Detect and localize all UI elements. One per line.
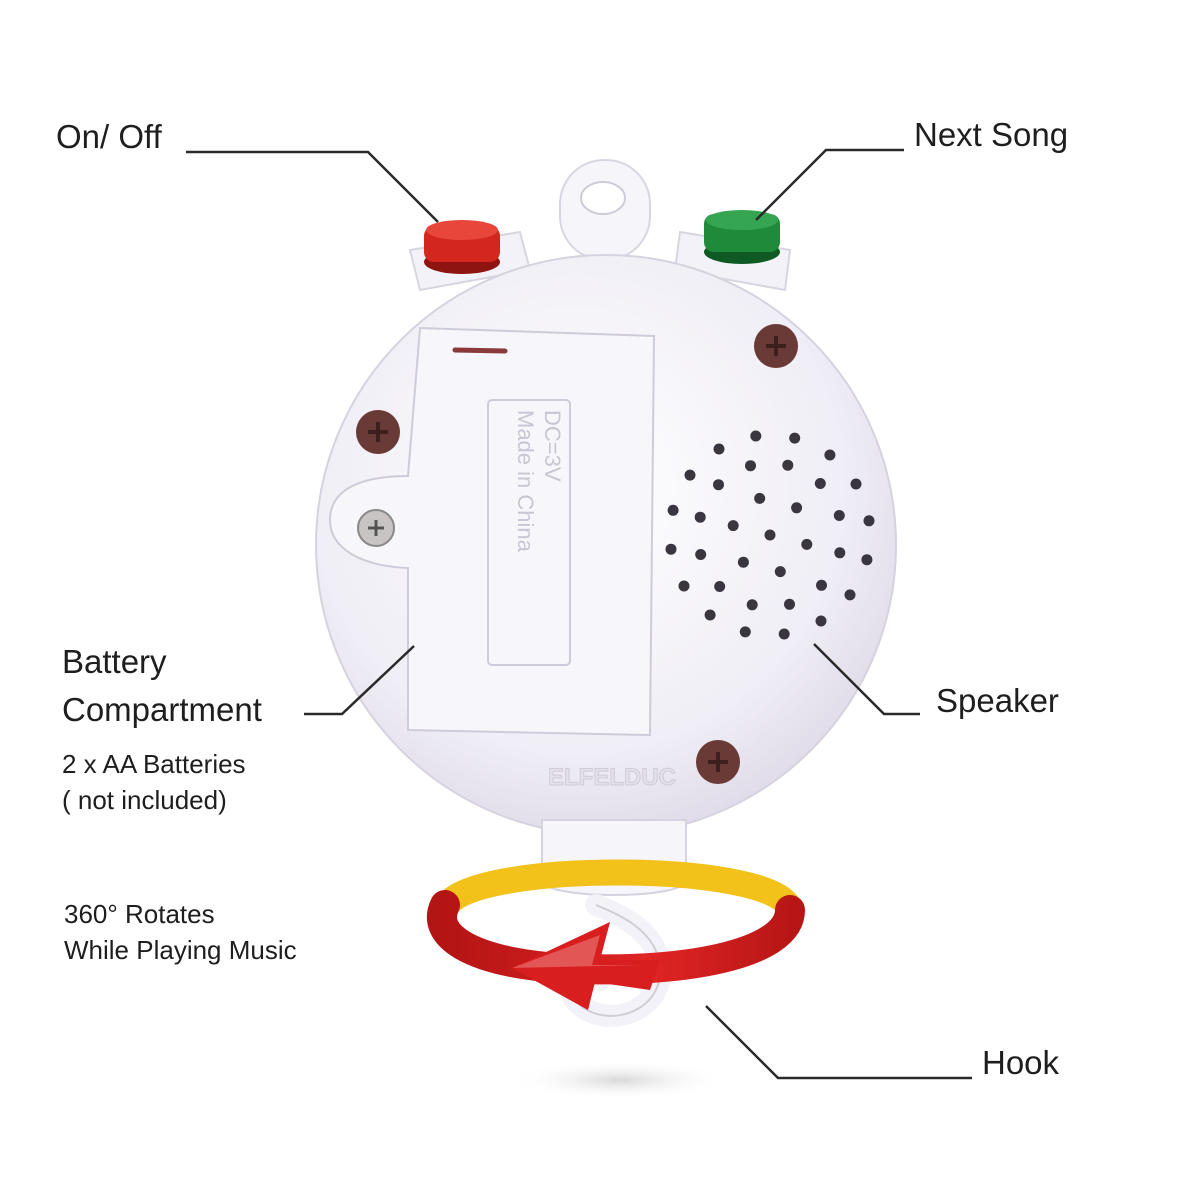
speaker-hole [850, 478, 862, 490]
speaker-hole [745, 460, 756, 472]
speaker-hole [714, 581, 726, 592]
speaker-hole [667, 504, 679, 516]
compartment-voltage-text: DC=3V [540, 410, 565, 482]
screw-icon [356, 410, 400, 454]
speaker-hole [678, 580, 690, 592]
rotation-label: 360° Rotates While Playing Music [64, 896, 297, 968]
speaker-hole [801, 538, 813, 550]
leader-lines [186, 148, 972, 1080]
leader-line-next-song [755, 148, 904, 221]
battery-compartment-label: Battery Compartment [62, 638, 262, 734]
rotation-ring-back [432, 859, 803, 923]
battery-label-line2: Compartment [62, 691, 262, 728]
battery-compartment: DC=3V Made in China [328, 326, 656, 737]
speaker-hole [814, 478, 826, 489]
speaker-hole [789, 432, 801, 444]
speaker-grille [665, 430, 875, 640]
speaker-hole [861, 554, 873, 566]
screw-icon [754, 324, 798, 368]
battery-label-line1: Battery [62, 643, 167, 680]
speaker-hole [824, 449, 836, 461]
speaker-hole [833, 510, 845, 521]
rotation-arrow [427, 890, 805, 1010]
speaker-hole [764, 529, 776, 541]
speaker-hole [816, 579, 827, 591]
speaker-hole [727, 520, 739, 532]
floor-shadow [510, 1060, 730, 1100]
speaker-hole [834, 547, 846, 559]
speaker-hole [746, 599, 758, 611]
rotation-label-line2: While Playing Music [64, 935, 297, 965]
brand-emboss: ELFELDUC [548, 764, 676, 791]
next-song-button[interactable] [704, 210, 780, 264]
speaker-hole [863, 515, 875, 527]
speaker-hole [737, 556, 749, 568]
speaker-hole [844, 589, 856, 601]
leader-line-speaker [813, 643, 920, 716]
speaker-hole [754, 492, 766, 504]
speaker-hole [750, 430, 762, 442]
speaker-hole [704, 609, 716, 621]
speaker-hole [713, 479, 724, 491]
battery-note-line2: ( not included) [62, 785, 227, 815]
leader-line-hook [705, 1005, 972, 1080]
speaker-hole [739, 626, 751, 638]
speaker-hole [774, 566, 786, 578]
leader-line-on-off [186, 150, 439, 223]
screw-icon [357, 509, 395, 547]
compartment-label-plate [487, 399, 571, 666]
speaker-hole [791, 502, 803, 514]
leader-line-battery [304, 645, 415, 716]
speaker-hole [782, 459, 794, 471]
speaker-hole [778, 628, 790, 640]
next-song-label: Next Song [914, 116, 1069, 153]
speaker-hole [784, 598, 795, 610]
top-hanging-loop [559, 159, 651, 261]
hook-label: Hook [982, 1044, 1060, 1081]
screw-icon [696, 740, 740, 784]
speaker-label: Speaker [936, 682, 1059, 719]
speaker-hole [695, 549, 707, 560]
on-off-label: On/ Off [56, 118, 162, 155]
rotation-label-line1: 360° Rotates [64, 899, 215, 929]
on-off-button[interactable] [424, 220, 500, 274]
speaker-hole [665, 543, 677, 555]
battery-note: 2 x AA Batteries ( not included) [62, 746, 246, 818]
speaker-hole [815, 615, 827, 627]
battery-note-line1: 2 x AA Batteries [62, 749, 246, 779]
speaker-hole [684, 469, 696, 481]
speaker-hole [713, 443, 725, 455]
speaker-hole [694, 511, 706, 523]
compartment-origin-text: Made in China [513, 410, 538, 553]
